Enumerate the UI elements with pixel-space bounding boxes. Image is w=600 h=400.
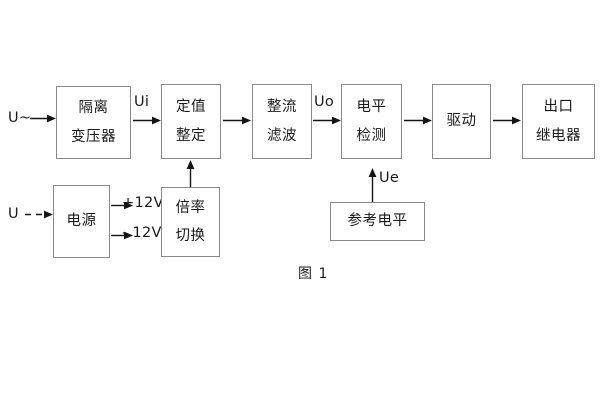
arrow-power-supply-negative <box>111 231 133 240</box>
block-multiplier-switch-line-1: 倍率 <box>175 199 206 216</box>
block-multiplier-switch: 倍率 切换 <box>161 187 220 257</box>
block-isolation-transformer: 隔离 变压器 <box>56 86 131 159</box>
arrow-level-detection-to-drive <box>404 116 432 125</box>
block-output-relay: 出口 继电器 <box>522 84 595 159</box>
supply-label-negative: - 12V <box>122 225 162 241</box>
block-isolation-transformer-line-2: 变压器 <box>71 128 116 145</box>
block-output-relay-line-2: 继电器 <box>536 127 581 144</box>
block-rectify-filter: 整流 滤波 <box>252 84 312 159</box>
signal-label-ui: Ui <box>134 94 150 110</box>
supply-label-positive: +12V <box>122 195 164 211</box>
block-reference-level-line-1: 参考电平 <box>347 213 408 230</box>
arrow-isolation-transformer-to-setting-value <box>133 116 161 125</box>
block-reference-level: 参考电平 <box>330 202 425 241</box>
block-output-relay-line-1: 出口 <box>543 99 574 116</box>
arrow-rectify-filter-to-level-detection <box>313 116 341 125</box>
block-power-supply-line-1: 电源 <box>66 213 97 230</box>
figure-caption: 图 1 <box>298 266 329 282</box>
arrow-power-supply-positive <box>111 201 133 210</box>
block-drive-line-1: 驱动 <box>446 113 477 130</box>
block-multiplier-switch-line-2: 切换 <box>175 228 206 244</box>
block-drive: 驱动 <box>432 84 491 159</box>
block-rectify-filter-line-2: 滤波 <box>267 127 297 144</box>
block-power-supply: 电源 <box>53 185 110 258</box>
block-setting-value: 定值 整定 <box>161 84 221 159</box>
arrow-input-to-isolation-transformer <box>30 114 56 123</box>
signal-label-ue: Ue <box>379 170 400 186</box>
arrow-setting-value-to-rectify-filter <box>223 116 251 125</box>
arrow-input-to-power-supply <box>25 210 53 219</box>
block-level-detection-line-1: 电平 <box>356 99 387 116</box>
input-label-ac: U~ <box>8 110 32 126</box>
input-label-dc: U <box>8 206 19 222</box>
arrow-drive-to-output-relay <box>493 116 521 125</box>
block-level-detection-line-2: 检测 <box>356 127 387 144</box>
signal-label-uo: Uo <box>314 94 335 110</box>
arrow-reference-level-to-level-detection <box>368 168 377 202</box>
block-setting-value-line-1: 定值 <box>176 99 206 116</box>
block-level-detection: 电平 检测 <box>341 84 402 159</box>
block-rectify-filter-line-1: 整流 <box>267 99 297 116</box>
block-isolation-transformer-line-1: 隔离 <box>78 100 109 117</box>
block-setting-value-line-2: 整定 <box>176 127 206 144</box>
arrow-multiplier-switch-to-setting-value <box>186 160 195 188</box>
